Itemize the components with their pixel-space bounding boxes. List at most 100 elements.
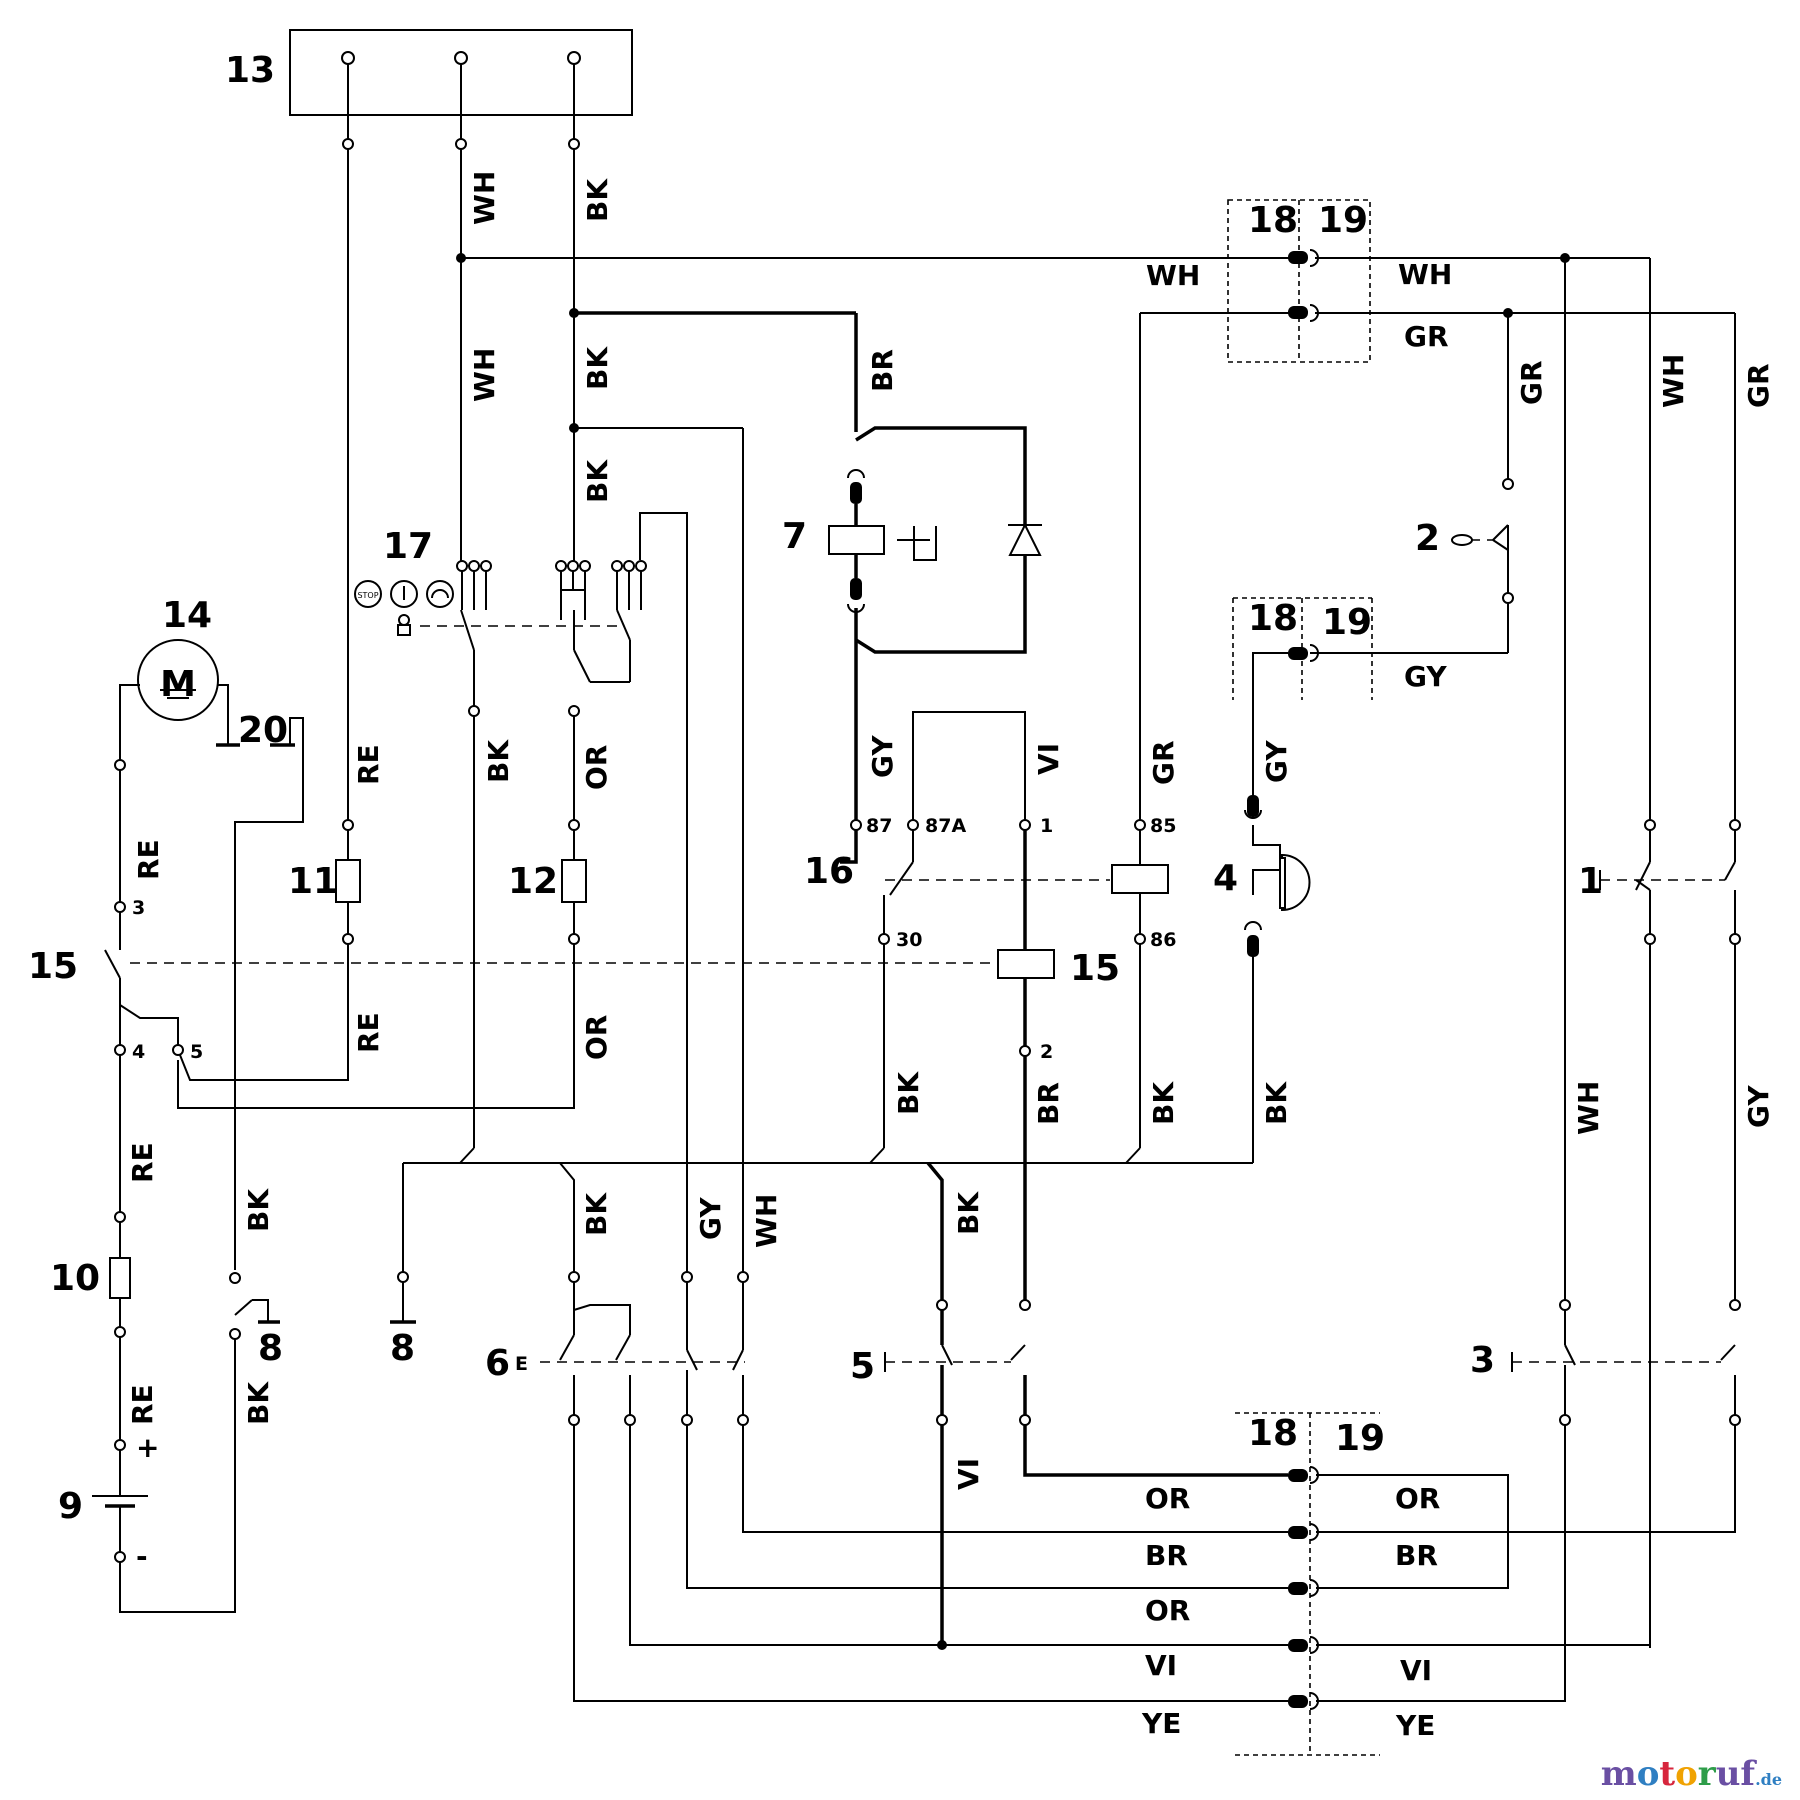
stop-symbol: STOP (357, 591, 378, 600)
wire-label-vi-r4: VI (1400, 1654, 1432, 1687)
wire-label-wh-right-low: WH (1572, 1081, 1605, 1135)
terminal-plus: + (136, 1431, 159, 1464)
label-3: 3 (1470, 1340, 1495, 1381)
relay-85-86 (1111, 819, 1169, 1164)
ground-switch-8-left (229, 1272, 280, 1340)
label-17: 17 (383, 526, 433, 567)
component-7 (828, 426, 1042, 830)
label-19-bottom: 19 (1335, 1418, 1385, 1459)
label-15-left: 15 (28, 946, 78, 987)
terminal-87a: 87A (925, 815, 966, 837)
wire-label-bk-17: BK (482, 739, 515, 783)
switch-1 (1599, 819, 1741, 1648)
wire-label-vi-l4: VI (1145, 1649, 1177, 1682)
wire-label-wh-vert-right: WH (1657, 354, 1690, 408)
terminal-4: 4 (132, 1041, 145, 1063)
wire-label-gr-vert: GR (1515, 360, 1548, 405)
wire-label-bk-8: BK (242, 1381, 275, 1425)
fuse-11 (177, 819, 361, 1081)
wire-label-wh-conn-left: WH (1146, 259, 1200, 292)
connector-18-19-bottom (1235, 1412, 1380, 1756)
wire-label-bk-30: BK (892, 1071, 925, 1115)
bottom-wires (573, 1425, 1736, 1702)
connector-18-19-mid (1232, 597, 1373, 800)
wire-label-re-9: RE (126, 1384, 159, 1425)
wire-label-br-top: BR (866, 349, 899, 392)
label-11: 11 (288, 861, 338, 902)
wire-label-bk-top: BK (581, 178, 614, 222)
wire-label-vi-15: VI (1032, 743, 1065, 775)
wire-label-bk-6: BK (580, 1192, 613, 1236)
label-5: 5 (850, 1346, 875, 1387)
label-8-left: 8 (258, 1328, 283, 1369)
wire-label-gy-right-low: GY (1742, 1085, 1775, 1128)
wire-label-gr-85: GR (1147, 740, 1180, 785)
label-8-mid: 8 (390, 1328, 415, 1369)
label-19-top: 19 (1318, 200, 1368, 241)
wire-gr-horizontal (1139, 308, 1736, 820)
label-13: 13 (225, 50, 275, 91)
label-20: 20 (238, 710, 288, 751)
wire-label-br-r2: BR (1395, 1539, 1438, 1572)
component-17-key-switch: STOP (354, 560, 647, 708)
wire-label-bk-4: BK (1260, 1081, 1293, 1125)
label-14: 14 (162, 595, 212, 636)
switch-6 (540, 1271, 749, 1426)
wire-label-wh-mid: WH (468, 348, 501, 402)
relay-15-coil (997, 819, 1055, 1305)
wire-label-or-l3: OR (1145, 1594, 1190, 1627)
component-2-switch (1310, 478, 1514, 654)
horn-4 (1244, 795, 1311, 1163)
wire-label-or-r1: OR (1395, 1482, 1440, 1515)
wire-label-gr-vert-right: GR (1742, 363, 1775, 408)
label-15-center: 15 (1070, 948, 1120, 989)
ground-20 (234, 717, 304, 1270)
wire-label-ye-r5: YE (1395, 1709, 1435, 1742)
wire-label-gy-conn: GY (1404, 660, 1447, 693)
terminal-3: 3 (132, 897, 145, 919)
wire-gy-17-to-6 (639, 512, 688, 1350)
wires-below-17 (459, 705, 580, 1164)
terminal-5: 5 (190, 1041, 203, 1063)
motor-symbol: M (160, 664, 196, 705)
wire-label-re-motor: RE (132, 839, 165, 880)
label-1: 1 (1578, 861, 1603, 902)
wire-label-bk-mid: BK (581, 346, 614, 390)
wire-label-wh-top: WH (468, 171, 501, 225)
wire-label-wh-6: WH (750, 1194, 783, 1248)
label-12: 12 (508, 861, 558, 902)
terminal-1: 1 (1040, 815, 1053, 837)
connector-18-19-top (1227, 199, 1371, 363)
label-19-mid: 19 (1322, 602, 1372, 643)
label-6: 6 (485, 1343, 510, 1384)
wire-label-bk-86: BK (1147, 1081, 1180, 1125)
wire-label-vi-5: VI (952, 1458, 985, 1490)
label-9: 9 (58, 1486, 83, 1527)
terminal-30: 30 (896, 929, 922, 951)
wire-label-ye-l5: YE (1141, 1707, 1181, 1740)
terminal-2: 2 (1040, 1041, 1053, 1063)
watermark: motoruf.de (1600, 1754, 1782, 1794)
label-18-mid: 18 (1248, 598, 1298, 639)
wires-from-13 (342, 64, 580, 820)
left-rail (92, 759, 236, 1613)
wire-label-gy-16: GY (866, 735, 899, 778)
wire-bk-br-horizontal (569, 308, 858, 432)
label-2: 2 (1415, 518, 1440, 559)
label-18-top: 18 (1248, 200, 1298, 241)
terminal-87: 87 (866, 815, 892, 837)
wire-label-gr-conn-right: GR (1404, 320, 1449, 353)
terminal-85: 85 (1150, 815, 1176, 837)
wire-label-wh-conn-right: WH (1398, 258, 1452, 291)
wire-label-or-lower: OR (580, 1015, 613, 1060)
terminal-minus: - (136, 1540, 148, 1573)
switch-5 (884, 1299, 1031, 1426)
switch-6-symbol: E (515, 1353, 528, 1375)
wire-label-bk-5: BK (952, 1191, 985, 1235)
wire-label-re-lower: RE (352, 1012, 385, 1053)
label-4: 4 (1213, 858, 1238, 899)
wire-label-br-2: BR (1032, 1082, 1065, 1125)
wire-label-br-l2: BR (1145, 1539, 1188, 1572)
wire-label-bk-mid2: BK (581, 459, 614, 503)
